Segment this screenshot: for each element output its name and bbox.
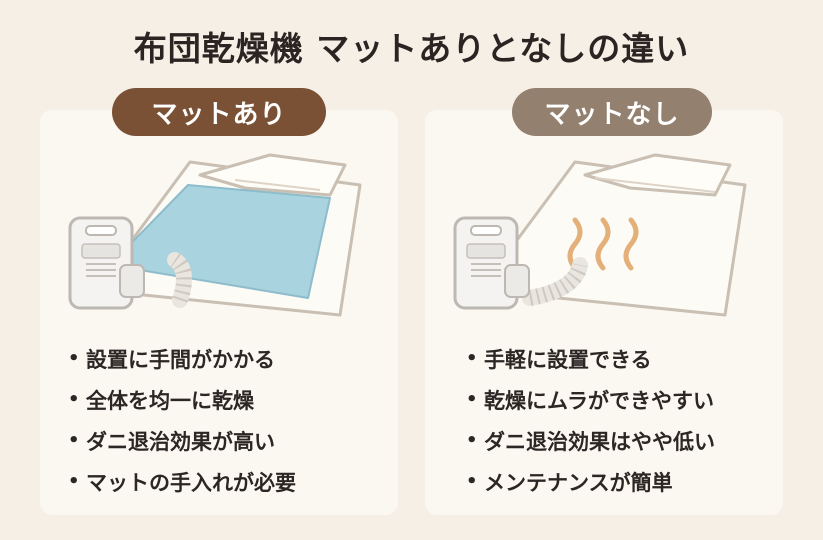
dryer-unit-icon [453,216,530,310]
futon-with-mat-illustration [68,153,362,317]
list-item: •ダニ退治効果はやや低い [466,429,715,454]
bullet-icon: • [466,389,478,410]
futon-without-mat-illustration [453,153,747,317]
list-item: •設置に手間がかかる [68,347,275,372]
without-mat-label: マットなし [512,88,712,136]
futon-icon [478,153,747,317]
bullet-icon: • [68,348,80,369]
with-mat-label: マットあり [112,88,326,136]
with-mat-points: •設置に手間がかかる •全体を均一に乾燥 •ダニ退治効果が高い •マットの手入れ… [68,338,296,502]
bullet-icon: • [466,430,478,451]
bullet-icon: • [68,389,80,410]
bullet-icon: • [466,348,478,369]
bullet-icon: • [68,471,80,492]
page-title: 布団乾燥機 マットありとなしの違い [133,29,690,68]
hose-icon [167,252,192,308]
dryer-unit-icon [68,216,145,310]
bullet-icon: • [68,430,80,451]
bullet-icon: • [466,471,478,492]
list-item: •メンテナンスが簡単 [466,470,673,495]
without-mat-points: •手軽に設置できる •乾燥にムラができやすい •ダニ退治効果はやや低い •メンテ… [466,338,715,502]
list-item: •全体を均一に乾燥 [68,388,254,413]
list-item: •ダニ退治効果が高い [68,429,275,454]
drying-mat-icon [109,184,331,299]
list-item: •乾燥にムラができやすい [466,388,714,413]
list-item: •手軽に設置できる [466,347,652,372]
list-item: •マットの手入れが必要 [68,470,296,495]
heat-waves-icon [567,217,639,271]
